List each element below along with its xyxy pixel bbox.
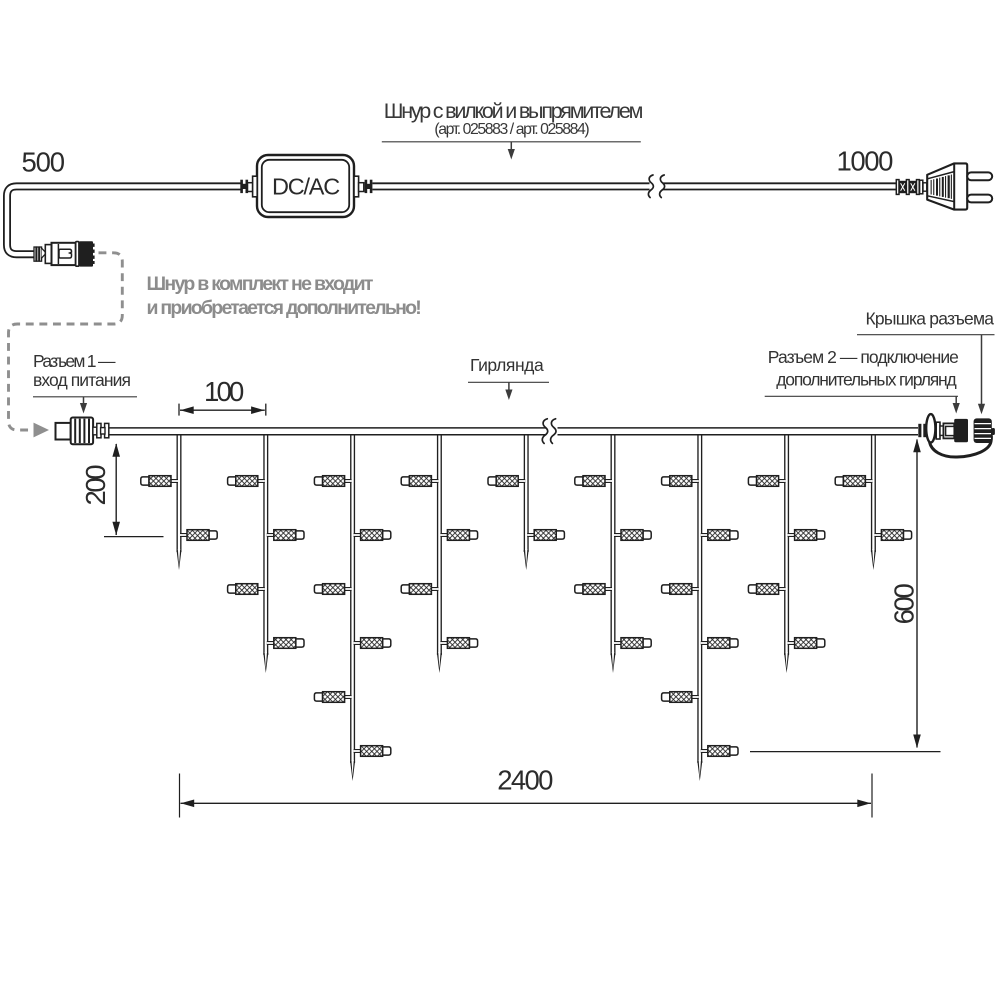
svg-text:Крышка разъема: Крышка разъема <box>866 308 995 328</box>
svg-text:Шнур с вилкой и выпрямителем: Шнур с вилкой и выпрямителем <box>384 99 643 123</box>
svg-text:500: 500 <box>22 146 65 177</box>
svg-text:DC/AC: DC/AC <box>272 174 340 200</box>
svg-text:Разъем 2 — подключение: Разъем 2 — подключение <box>768 347 958 367</box>
svg-text:600: 600 <box>889 584 920 625</box>
svg-text:Разъем 1 —: Разъем 1 — <box>33 351 116 371</box>
svg-text:Шнур в комплект не входит: Шнур в комплект не входит <box>147 273 373 295</box>
svg-text:и приобретается дополнительно!: и приобретается дополнительно! <box>147 297 421 319</box>
svg-text:(арт. 025883 / арт. 025884): (арт. 025883 / арт. 025884) <box>434 121 589 138</box>
svg-text:2400: 2400 <box>497 764 553 795</box>
svg-text:дополнительных гирлянд: дополнительных гирлянд <box>776 369 956 389</box>
svg-text:вход питания: вход питания <box>33 370 131 390</box>
svg-text:100: 100 <box>204 376 244 407</box>
svg-text:Гирлянда: Гирлянда <box>470 355 544 375</box>
svg-text:1000: 1000 <box>837 146 894 177</box>
svg-text:200: 200 <box>80 465 111 506</box>
